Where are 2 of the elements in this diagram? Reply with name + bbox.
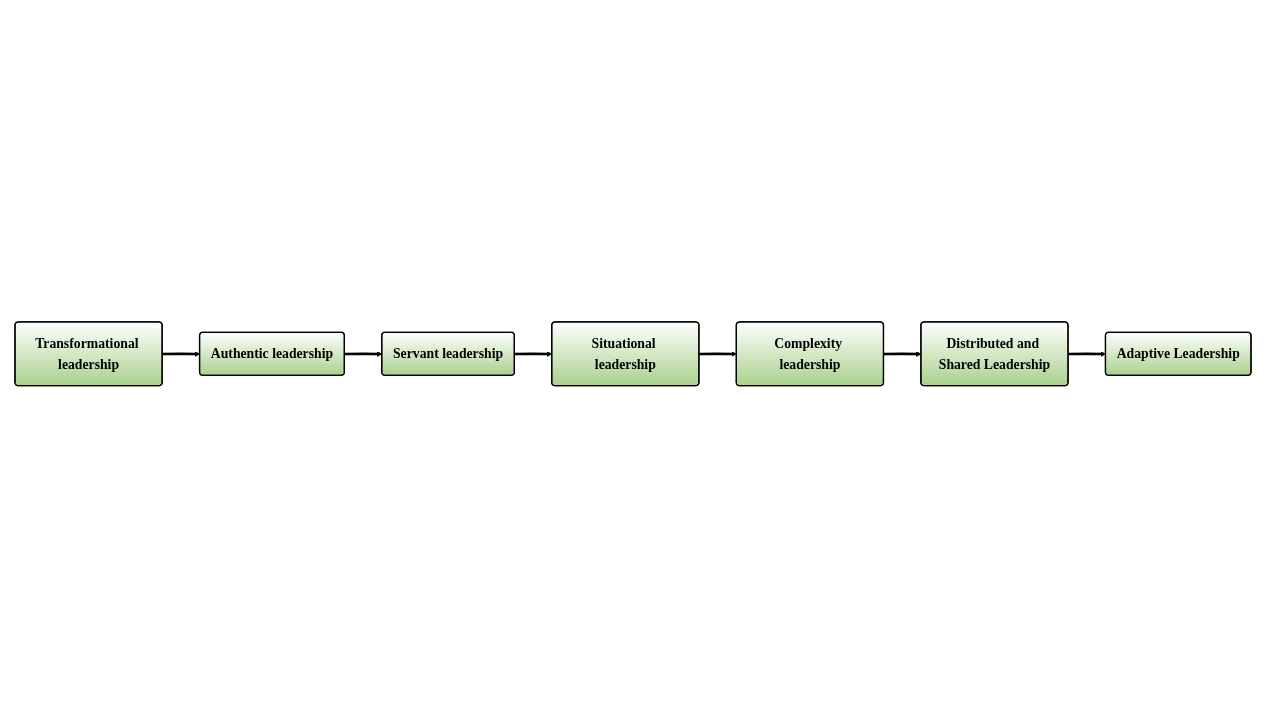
arrow bbox=[1068, 351, 1106, 357]
arrow bbox=[699, 351, 737, 357]
